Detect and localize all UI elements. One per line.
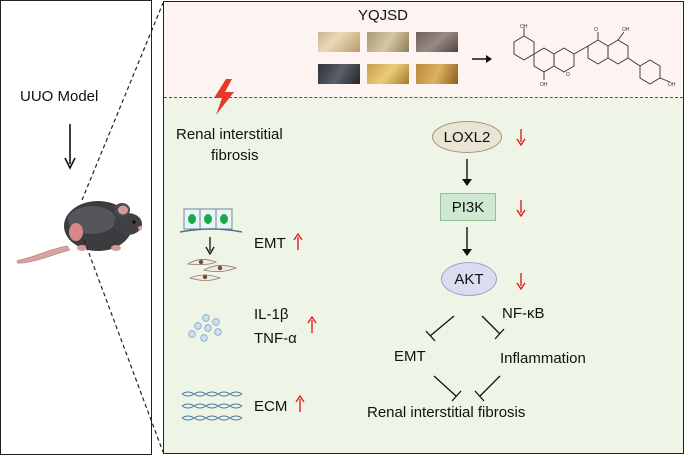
emt-left-label: EMT [254,235,286,252]
herb-image-2 [367,32,409,52]
right-arrow-icon [472,55,492,63]
inflammation-label: Inflammation [500,350,586,367]
svg-text:OH: OH [668,82,676,88]
herb-image-3 [416,32,458,52]
svg-text:OH: OH [520,24,528,30]
ecm-up-arrow-icon [295,395,305,412]
main-section [164,98,683,453]
arrow-loxl2-pi3k-icon [462,159,472,186]
loxl2-node: LOXL2 [432,121,502,153]
arrow-pi3k-akt-icon [462,227,472,256]
cytokine-up-arrow-icon [307,316,317,333]
il1b-label: IL-1β [254,306,289,323]
cytokine-dots-icon [188,314,222,342]
svg-text:OH: OH [540,82,548,88]
mesenchymal-cells-icon [186,259,238,281]
main-panel [163,1,684,454]
herb-image-6 [416,64,458,84]
yqjsd-title: YQJSD [358,7,409,24]
ecm-fibers-icon [181,391,243,421]
akt-down-arrow-icon [516,273,526,290]
loxl2-down-arrow-icon [516,129,526,146]
herb-image-1 [318,32,360,52]
lightning-icon [214,79,234,115]
herb-image-5 [367,64,409,84]
nfkb-label: NF-κB [502,305,545,322]
akt-node: AKT [441,262,497,296]
down-arrow-icon [64,124,76,170]
herb-image-4 [318,64,360,84]
ecm-label: ECM [254,398,288,415]
emt-up-arrow-icon [293,233,303,250]
pi3k-node: PI3K [440,193,496,221]
injury-label-line2: fibrosis [211,147,259,164]
tnfa-label: TNF-α [254,330,297,347]
svg-text:O: O [594,27,598,33]
chemical-structure-icon: OH O OH OH O OH [513,24,676,88]
epithelial-cells-icon [180,208,243,233]
emt-transition-arrow-icon [205,237,215,256]
uuo-model-label: UUO Model [20,88,99,105]
outcome-label: Renal interstitial fibrosis [367,404,526,421]
mouse-icon [16,201,142,264]
svg-text:O: O [566,72,570,78]
injury-label-line1: Renal interstitial [176,126,283,143]
section-divider [164,97,683,98]
pathway-emt-label: EMT [394,348,426,365]
pi3k-down-arrow-icon [516,200,526,217]
svg-text:OH: OH [622,27,630,33]
